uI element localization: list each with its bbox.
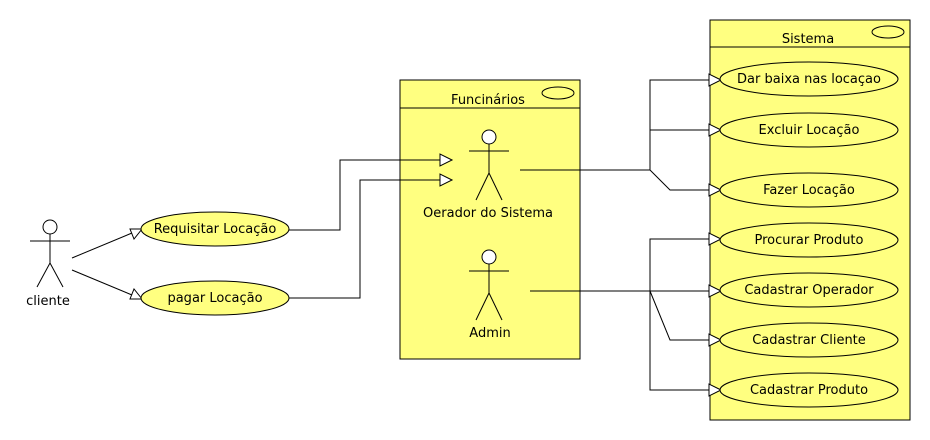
package-sistema-ellipse-icon: [871, 25, 905, 39]
use-case-cadastrar-cliente: Cadastrar Cliente: [719, 322, 899, 358]
use-case-cadastrar-produto: Cadastrar Produto: [719, 372, 899, 408]
actor-operador-label: Oerador do Sistema: [423, 206, 553, 221]
arrowhead-icon: [129, 228, 144, 240]
actor-cliente-label: cliente: [26, 294, 70, 309]
use-case-fazer: Fazer Locação: [719, 172, 899, 208]
use-case-label: Cadastrar Produto: [750, 383, 868, 398]
association-operador-system: [520, 73, 723, 197]
actor-operador: Oerador do Sistema: [423, 129, 553, 221]
package-funcionarios: Funcinários: [399, 79, 581, 360]
use-case-label: Procurar Produto: [755, 233, 864, 248]
actor-admin-label: Admin: [469, 326, 510, 341]
association-pagar-operador: [289, 173, 454, 299]
arrowhead-icon: [708, 123, 723, 137]
actor-cliente: cliente: [26, 219, 70, 309]
package-sistema-title: Sistema: [782, 32, 834, 47]
use-case-label: Cadastrar Cliente: [752, 333, 866, 348]
package-funcionarios-ellipse-icon: [541, 86, 575, 100]
use-case-cadastrar-operador: Cadastrar Operador: [719, 272, 899, 308]
use-case-excluir: Excluir Locação: [719, 112, 899, 148]
package-funcionarios-frame: [399, 79, 581, 360]
actor-admin: Admin: [469, 249, 511, 341]
arrowhead-icon: [129, 288, 144, 300]
arrowhead-icon: [708, 183, 723, 197]
arrowhead-icon: [708, 73, 723, 87]
arrowhead-icon: [439, 153, 454, 167]
arrowhead-icon: [708, 383, 723, 397]
arrowhead-icon: [439, 173, 454, 187]
arrowhead-icon: [708, 333, 723, 347]
use-case-label: Excluir Locação: [759, 123, 860, 138]
arrowhead-icon: [708, 232, 723, 246]
use-case-procurar-produto: Procurar Produto: [719, 222, 899, 258]
use-case-requisitar-label: Requisitar Locação: [154, 222, 277, 237]
actor-operador-head-icon: [481, 129, 497, 145]
package-funcionarios-title: Funcinários: [451, 93, 525, 108]
use-case-requisitar-ellipse: [140, 211, 290, 247]
actor-admin-head-icon: [481, 249, 497, 265]
use-case-label: Dar baixa nas locaçao: [737, 72, 881, 87]
use-case-pagar: pagar Locação: [140, 280, 290, 316]
association-requisitar-operador: [289, 153, 454, 231]
use-case-pagar-label: pagar Locação: [167, 291, 262, 306]
association-admin-system: [530, 232, 723, 397]
use-case-dar-baixa: Dar baixa nas locaçao: [719, 61, 899, 97]
actor-cliente-head-icon: [42, 219, 58, 235]
use-case-label: Cadastrar Operador: [744, 283, 874, 298]
association-cliente-pagar: [71, 269, 144, 300]
use-case-label: Fazer Locação: [763, 183, 855, 198]
use-case-requisitar: Requisitar Locação: [140, 211, 290, 247]
association-cliente-requisitar: [71, 228, 144, 259]
arrowhead-icon: [708, 284, 723, 298]
